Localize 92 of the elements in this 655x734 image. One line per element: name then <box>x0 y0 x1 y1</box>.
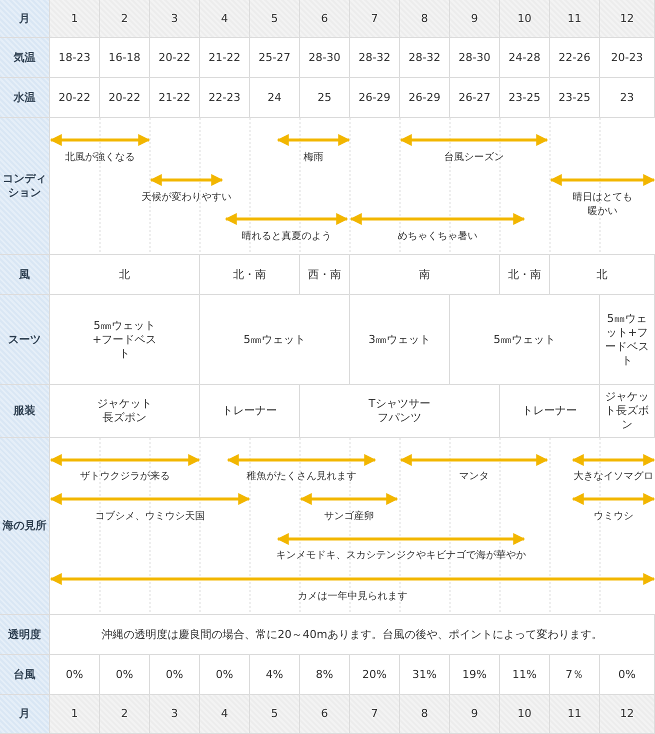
table-cell: 5㎜ウェット+フードベスト <box>600 295 655 385</box>
arrow-label: 大きなイソマグロ <box>574 470 654 484</box>
table-cell: 25 <box>300 78 350 118</box>
table-cell: 25-27 <box>250 38 300 78</box>
table-cell: 北・南 <box>200 255 300 295</box>
row-header: 気温 <box>0 38 50 78</box>
table-cell: 26-29 <box>400 78 450 118</box>
row-header: スーツ <box>0 295 50 385</box>
table-cell: 5㎜ウェット+フードベスト <box>50 295 200 385</box>
arrow-label: 晴れると真夏のよう <box>242 230 332 244</box>
table-cell: 9 <box>450 695 500 734</box>
table-cell: 10 <box>500 0 550 38</box>
table-cell: 20-22 <box>100 78 150 118</box>
table-cell: トレーナー <box>500 385 600 438</box>
table-cell: 5 <box>250 0 300 38</box>
row-header: 月 <box>0 0 50 38</box>
table-cell: 23-25 <box>500 78 550 118</box>
arrow-label: 晴日はとても暖かい <box>572 191 634 219</box>
table-cell: 22-23 <box>200 78 250 118</box>
table-cell: 11 <box>550 695 600 734</box>
table-cell: 1 <box>50 695 100 734</box>
arrow-label: 北風が強くなる <box>65 151 135 165</box>
arrow-label: 台風シーズン <box>444 151 504 165</box>
table-cell: 2 <box>100 695 150 734</box>
arrow-label: ウミウシ <box>594 510 634 524</box>
table-cell: 16-18 <box>100 38 150 78</box>
row-header: 水温 <box>0 78 50 118</box>
arrow-label: カメは一年中見られます <box>298 590 408 604</box>
table-cell: 28-32 <box>350 38 400 78</box>
table-cell: 4 <box>200 0 250 38</box>
table-cell: 7 <box>350 695 400 734</box>
table-cell: 2 <box>100 0 150 38</box>
table-cell: 北 <box>50 255 200 295</box>
table-cell: トレーナー <box>200 385 300 438</box>
row-header: コンディション <box>0 118 50 255</box>
table-cell: 南 <box>350 255 500 295</box>
table-cell: 8 <box>400 695 450 734</box>
arrow-label: めちゃくちゃ暑い <box>398 230 478 244</box>
arrow-label: キンメモドキ、スカシテンジクやキビナゴで海が華やか <box>276 549 526 563</box>
row-header: 透明度 <box>0 615 50 655</box>
table-cell: 21-22 <box>200 38 250 78</box>
table-cell: 3 <box>150 0 200 38</box>
table-cell: Tシャツサーフパンツ <box>300 385 500 438</box>
table-cell: 6 <box>300 695 350 734</box>
table-cell: 11 <box>550 0 600 38</box>
table-cell: 24-28 <box>500 38 550 78</box>
table-cell: 28-30 <box>450 38 500 78</box>
row-header: 月 <box>0 695 50 734</box>
arrow-label: 天候が変わりやすい <box>142 191 232 205</box>
arrow-label: 稚魚がたくさん見れます <box>246 470 356 484</box>
table-cell: 9 <box>450 0 500 38</box>
table-cell: 沖縄の透明度は慶良間の場合、常に20～40mあります。台風の後や、ポイントによって変わります。 <box>50 615 655 655</box>
table-cell: 23-25 <box>550 78 600 118</box>
table-cell: 5㎜ウェット <box>450 295 600 385</box>
table-cell: 20-22 <box>50 78 100 118</box>
row-header: 海の見所 <box>0 438 50 615</box>
table-cell: 21-22 <box>150 78 200 118</box>
table-cell: 28-30 <box>300 38 350 78</box>
table-cell: 10 <box>500 695 550 734</box>
table-cell: 20-22 <box>150 38 200 78</box>
table-cell: 6 <box>300 0 350 38</box>
table-cell: 北・南 <box>500 255 550 295</box>
table-cell: 18-23 <box>50 38 100 78</box>
table-cell: 23 <box>600 78 655 118</box>
table-cell: ジャケット長ズボン <box>600 385 655 438</box>
arrow-label: 梅雨 <box>304 151 324 165</box>
arrow-label: コブシメ、ウミウシ天国 <box>95 510 205 524</box>
table-cell: 8 <box>400 0 450 38</box>
arrow-label: サンゴ産卵 <box>324 510 374 524</box>
table-cell: 5㎜ウェット <box>200 295 350 385</box>
table-cell: 7 <box>350 0 400 38</box>
table-cell: 5 <box>250 695 300 734</box>
table-cell: 26-27 <box>450 78 500 118</box>
arrow-label: マンタ <box>459 470 489 484</box>
table-cell: 3 <box>150 695 200 734</box>
table-cell: 26-29 <box>350 78 400 118</box>
table-cell: ジャケット長ズボン <box>50 385 200 438</box>
table-cell: 28-32 <box>400 38 450 78</box>
table-cell: 22-26 <box>550 38 600 78</box>
table-cell: 3㎜ウェット <box>350 295 450 385</box>
table-cell: 西・南 <box>300 255 350 295</box>
table-cell: 20-23 <box>600 38 655 78</box>
row-header: 服装 <box>0 385 50 438</box>
row-header: 台風 <box>0 655 50 695</box>
table-cell: 1 <box>50 0 100 38</box>
table-cell: 12 <box>600 695 655 734</box>
table-cell: 12 <box>600 0 655 38</box>
table-cell: 24 <box>250 78 300 118</box>
table-cell: 4 <box>200 695 250 734</box>
arrow-label: ザトウクジラが来る <box>80 470 170 484</box>
table-cell: 北 <box>550 255 655 295</box>
row-header: 風 <box>0 255 50 295</box>
